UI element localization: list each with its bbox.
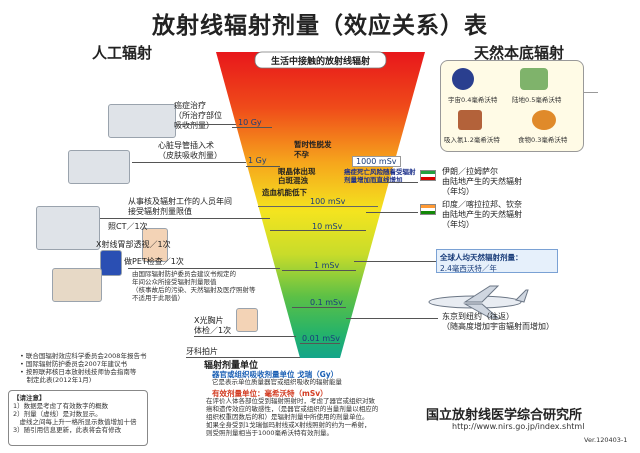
xray-person-illustration [142, 228, 168, 262]
level-1000msv: 1000 mSv [352, 156, 401, 167]
radon-dose-label: 吸入氡1.2毫希沃特 [444, 136, 500, 144]
pet-scan-illustration [100, 250, 122, 276]
natural-radiation-heading: 天然本底辐射 [474, 44, 565, 62]
cosmic-ray-icon [452, 68, 474, 90]
pet-label: 做PET检查／1次 [124, 257, 184, 266]
ground-icon [520, 68, 548, 90]
artificial-radiation-heading: 人工辐射 [92, 44, 153, 62]
chest-xray-person-illustration [236, 308, 258, 332]
ct-scanner-illustration [36, 206, 100, 250]
funnel-header-box [254, 51, 387, 69]
public-leader [128, 268, 280, 269]
food-dose-label: 食物0.3毫希沃特 [518, 136, 568, 144]
level-line-10gy [232, 127, 272, 128]
caution-box: 【请注意】 1）数据是考虑了有效数字的概数 2）剂量（虚线）是对数显示。 虚线之… [8, 390, 148, 446]
cancer-treatment-label: 癌症治疗 （所治疗部位 吸收剂量） [174, 101, 222, 130]
level-10msv: 10 mSv [312, 222, 343, 231]
version-label: Ver.120403-1 [584, 436, 628, 444]
natural-box-pointer [584, 92, 598, 93]
dental-xray-label: 牙科拍片 [186, 347, 218, 356]
effect-infertility: 不孕 [294, 150, 309, 159]
india-kerala-label: 印度／喀拉拉邦、钦奈 由陆地产生的天然辐射 （年均） [442, 200, 522, 229]
effective-dose-unit: 有效剂量单位：毫希沃特（mSv） [212, 389, 328, 398]
worker-limit-label: 从事核及辐射工作的人员年间 接受辐射剂量限值 [128, 197, 232, 216]
iran-leader [372, 182, 418, 183]
cardiac-leader [132, 162, 246, 163]
level-100msv: 100 mSv [310, 197, 346, 206]
global-average-leader [354, 261, 436, 262]
absorbed-dose-desc: 它是表示单位质量器官或组织吸收的辐射能量 [212, 378, 342, 386]
level-line-001msv [300, 343, 340, 344]
effect-cancer-2: 剂量增加而直线增加 [344, 176, 403, 184]
source-notes: • 联合国辐射效应科学委员会2008年报告书 • 国际辐射防护委员会2007年建… [20, 352, 147, 384]
effect-cataract-2: 白斑混浊 [278, 176, 308, 185]
food-icon [532, 110, 556, 130]
funnel-header: 生活中接触的放射线辐射 [270, 57, 370, 67]
level-line-100msv [258, 206, 378, 207]
public-limit-label: 由国际辐射防护委员会建议书规定的 年间公众所接受辐射剂量限值 （核事故后的污染、… [132, 270, 256, 302]
chest-leader [194, 336, 296, 337]
effect-hair-loss: 暂时性脱发 [294, 140, 332, 149]
worker-leader [100, 218, 270, 219]
india-leader [366, 212, 418, 213]
house-icon [458, 110, 482, 130]
cancer-treatment-leader [176, 124, 236, 125]
effect-cancer-1: 癌症死亡风险随着受辐射 [344, 168, 416, 176]
cosmic-dose-label: 宇宙0.4毫希沃特 [448, 96, 498, 104]
catheter-illustration [68, 150, 130, 184]
effective-dose-desc: 在评价人体各部位受到辐射照射时，考虑了器官或组织对致 癌和遗传效应的敏感性，（是… [206, 397, 379, 437]
india-flag-icon [420, 204, 436, 215]
global-average-box: 全球人均天然辐射剂量： 2.4毫西沃特／年 [436, 249, 558, 273]
xray-stomach-label: X射线胃部透视／1次 [96, 240, 171, 249]
level-01msv: 0.1 mSv [310, 298, 343, 307]
chest-xray-label: X光胸片 体检／1次 [194, 316, 232, 335]
level-line-10msv [270, 230, 366, 231]
flight-label: 东京到纽约（往返） （随高度增加宇宙辐射而增加） [442, 312, 554, 331]
effect-cataract-1: 眼晶体出现 [278, 167, 316, 176]
ct-label: 照CT／1次 [108, 222, 148, 231]
institute-name: 国立放射线医学综合研究所 [426, 408, 583, 423]
flight-leader [346, 318, 438, 319]
level-line-1gy [246, 166, 280, 167]
airplane-icon [428, 285, 529, 319]
level-1msv: 1 mSv [314, 261, 340, 270]
level-line-01msv [292, 307, 346, 308]
dental-leader [186, 357, 300, 358]
absorbed-dose-unit: 器官或组织吸收剂量单位 戈瑞（Gy） [212, 370, 339, 379]
funnel-shape [216, 52, 425, 358]
effect-hematopoietic: 造血机能低下 [262, 188, 307, 197]
page-title: 放射线辐射剂量（效应关系）表 [152, 13, 488, 39]
iran-ramsar-label: 伊朗／拉姆萨尔 由陆地产生的天然辐射 （年均） [442, 167, 522, 196]
level-001msv: 0.01 mSv [302, 334, 340, 343]
level-line-1msv [282, 270, 356, 271]
radiotherapy-illustration [108, 104, 176, 138]
iran-flag-icon [420, 170, 436, 181]
ground-dose-label: 陆地0.5毫希沃特 [512, 96, 562, 104]
level-10gy: 10 Gy [238, 118, 262, 127]
institute-url[interactable]: http://www.nirs.go.jp/index.shtml [452, 422, 585, 431]
level-1gy: 1 Gy [248, 156, 267, 165]
units-heading: 辐射剂量单位 [204, 361, 259, 371]
family-illustration [52, 268, 102, 302]
cardiac-catheter-label: 心脏导管插入术 （皮肤吸收剂量） [158, 141, 222, 160]
